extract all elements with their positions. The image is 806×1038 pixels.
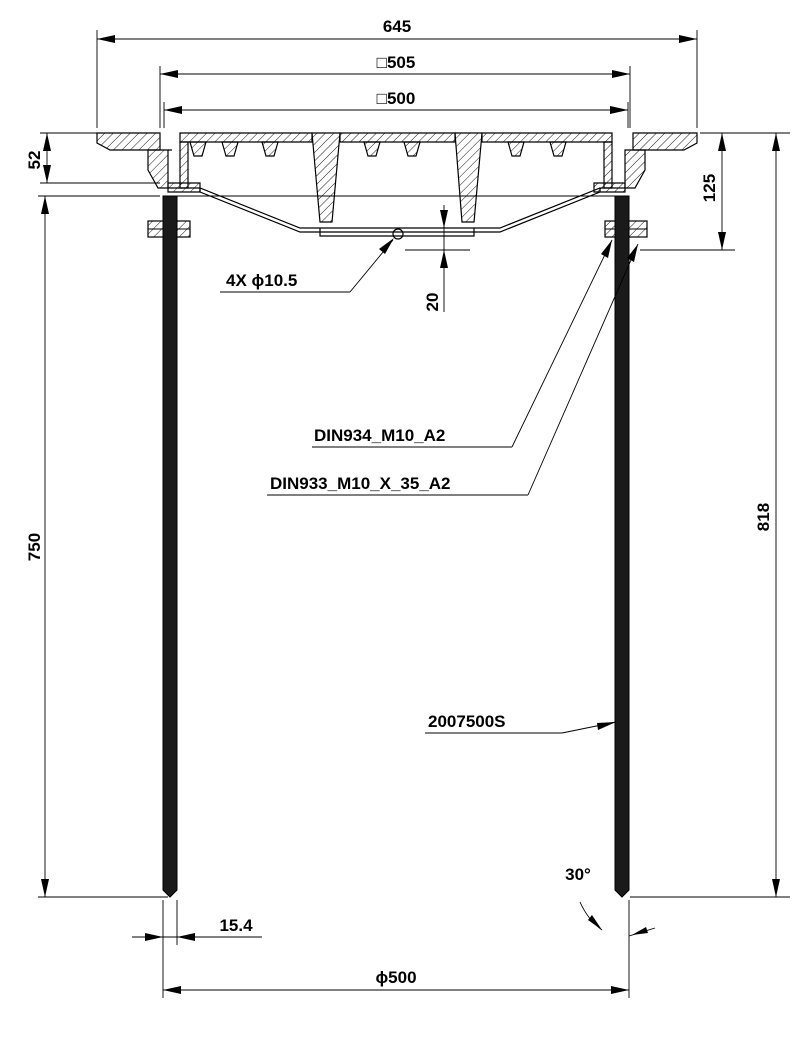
- label-nut-text: DIN934_M10_A2: [314, 426, 445, 445]
- label-holes: 4X ϕ10.5: [220, 238, 394, 293]
- pipe-wall-left: [162, 195, 178, 898]
- dim-text-overall-width: 645: [383, 17, 411, 36]
- dim-overall-width: 645: [96, 17, 698, 128]
- pipe-wall-right: [614, 195, 630, 898]
- dim-pipe-diameter: ϕ500: [162, 900, 630, 998]
- label-pipe-text: 2007500S: [428, 712, 506, 731]
- dim-text-bolt-depth: 125: [700, 174, 719, 202]
- dim-pipe-length: 750: [25, 195, 168, 898]
- dim-text-frame-inner: □500: [377, 89, 416, 108]
- dim-text-flange-height: 52: [25, 151, 44, 170]
- dim-text-pipe-length: 750: [25, 533, 44, 561]
- label-holes-text: 4X ϕ10.5: [226, 271, 297, 290]
- dim-text-pipe-diameter: ϕ500: [375, 968, 416, 987]
- dim-bottom-offset: 20: [405, 205, 470, 312]
- label-pipe: 2007500S: [425, 712, 617, 734]
- label-bolt-text: DIN933_M10_X_35_A2: [270, 474, 451, 493]
- dim-wall-thickness: 15.4: [132, 900, 262, 945]
- dim-chamfer-angle: 30°: [565, 865, 656, 937]
- dim-text-wall-thickness: 15.4: [219, 916, 253, 935]
- dim-text-bottom-offset: 20: [423, 293, 442, 312]
- grating-frame: [96, 132, 698, 240]
- dim-frame-outer: □505: [159, 53, 631, 128]
- dim-text-chamfer-angle: 30°: [565, 865, 591, 884]
- label-bolt: DIN933_M10_X_35_A2: [267, 243, 639, 496]
- dim-text-overall-height: 818: [754, 503, 773, 531]
- dim-text-frame-outer: □505: [377, 53, 416, 72]
- label-nut: DIN934_M10_A2: [312, 239, 613, 448]
- dim-overall-height: 818: [630, 132, 790, 898]
- dim-flange-height: 52: [25, 132, 160, 184]
- dim-frame-inner: □500: [163, 89, 629, 128]
